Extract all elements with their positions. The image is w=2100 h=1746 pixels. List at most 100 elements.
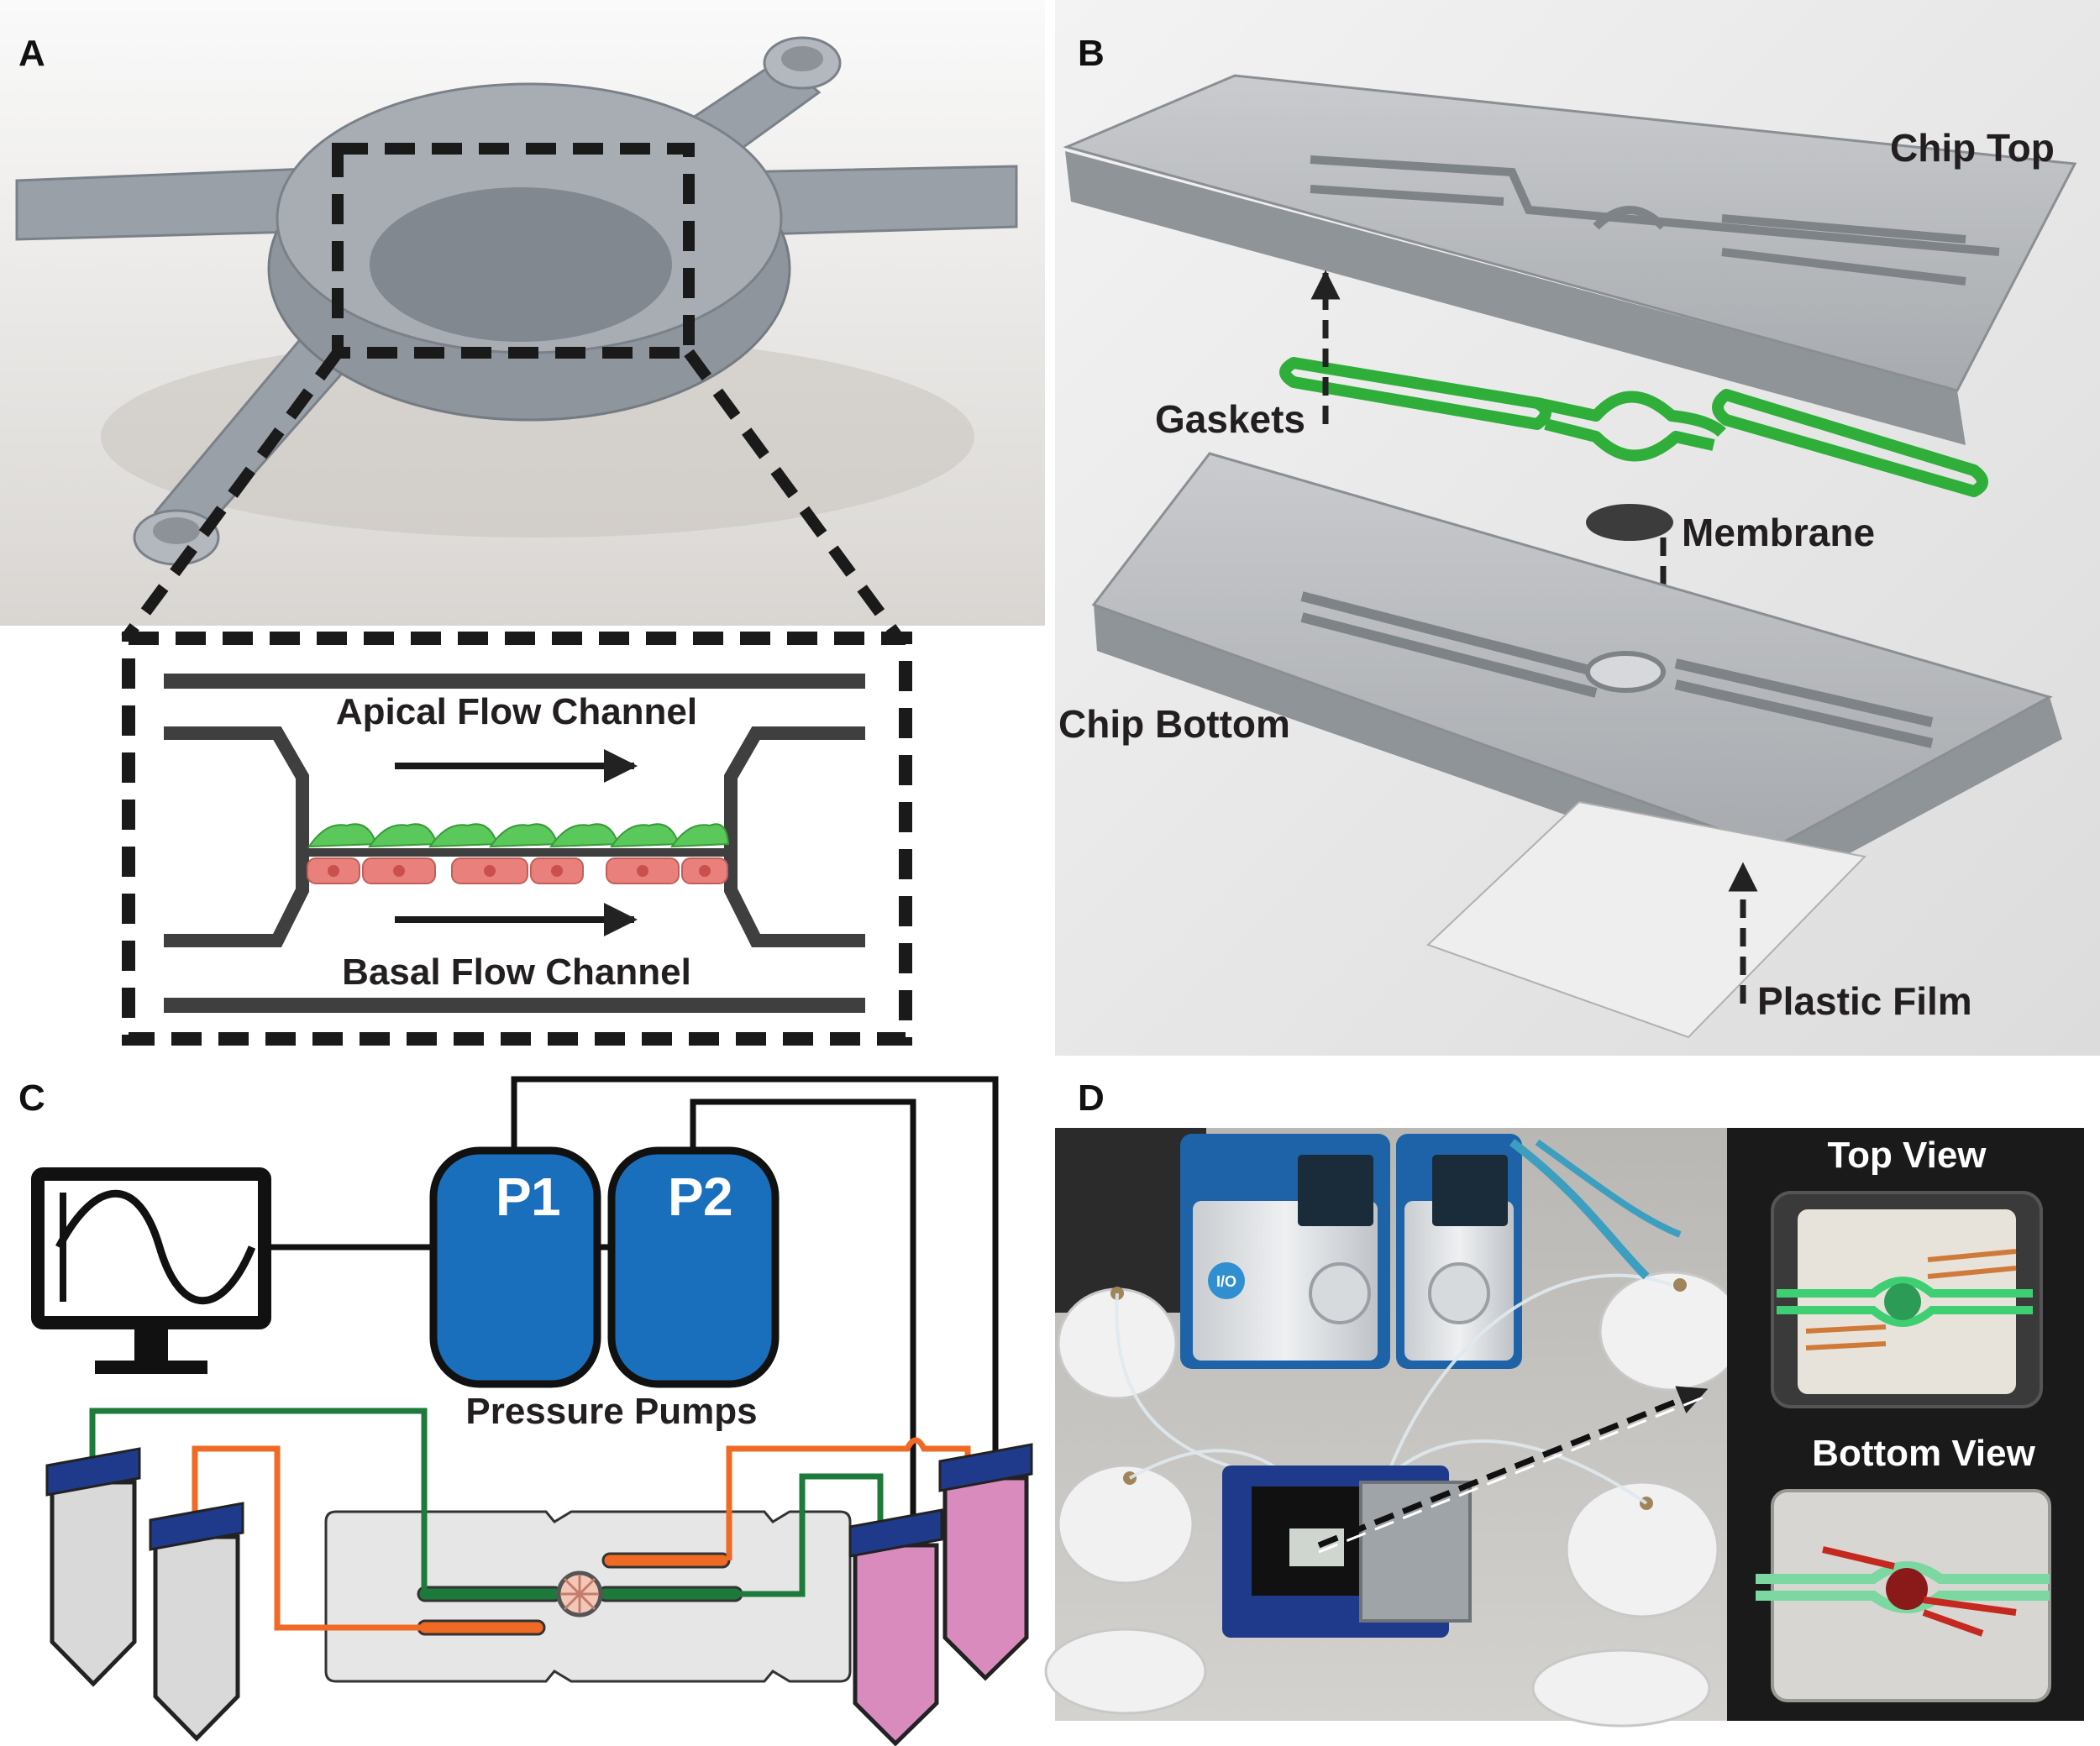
- reservoir-1-cap: [45, 1447, 141, 1497]
- top-view-inset: Top View: [1727, 1128, 2084, 1424]
- epithelial-cell-layer: [307, 823, 730, 848]
- reservoir-3-cap: [848, 1508, 943, 1558]
- basal-flow-label: Basal Flow Channel: [342, 952, 691, 993]
- monitor-screen: [31, 1167, 271, 1329]
- blue-tube-right: [1535, 1139, 1682, 1238]
- monitor-icon: [31, 1167, 271, 1374]
- chip-bottom-channel-left: [1300, 591, 1598, 698]
- panel-a-letter: A: [18, 33, 45, 74]
- top-view-label: Top View: [1827, 1135, 1987, 1176]
- apical-top-wall: [164, 674, 865, 689]
- chip-top-channel-right: [1593, 206, 1966, 286]
- membrane-crosshatch: [560, 1575, 599, 1613]
- basal-cell-nuclei: [328, 865, 711, 877]
- pressure-pumps-label: Pressure Pumps: [465, 1391, 757, 1432]
- panel-c: C P 1 P 2 Pressure Pumps: [18, 1076, 1033, 1746]
- pump1-label: P: [496, 1167, 532, 1227]
- setup-photo: I/O: [1044, 1128, 1745, 1728]
- panel-c-letter: C: [18, 1077, 45, 1119]
- chip-3d-render: [15, 36, 1018, 642]
- zoom-region-box: [332, 143, 695, 359]
- lower-left-port-hole: [153, 517, 200, 544]
- power-button-icon: [1208, 1262, 1245, 1299]
- plastic-film-label: Plastic Film: [1757, 979, 1972, 1023]
- plastic-film-sheet: [1426, 800, 1867, 1039]
- membrane-label: Membrane: [1682, 511, 1875, 554]
- bottom-view-inset: Bottom View: [1727, 1424, 2084, 1721]
- pump-device-1-knob: [1309, 1262, 1371, 1324]
- reservoir-4: [938, 1443, 1033, 1681]
- reservoir-1: [45, 1447, 141, 1687]
- basal-channel-top: [601, 1552, 731, 1569]
- pump2-subscript: 2: [703, 1167, 733, 1227]
- sine-wave-icon: [55, 1189, 256, 1305]
- bottom-view-red-channels: [1822, 1546, 2017, 1637]
- zoom-arrow-highlight: [1318, 1395, 1706, 1554]
- basal-channel-bottom: [417, 1619, 546, 1636]
- top-view-membrane: [1884, 1283, 1921, 1320]
- reservoir-2-tube: [153, 1534, 240, 1742]
- panel-a: A Apic: [0, 0, 1045, 1046]
- pump1-body: [429, 1146, 601, 1388]
- device-button-label: I/O: [1216, 1273, 1236, 1290]
- pump1-subscript: 1: [531, 1167, 561, 1227]
- apical-flow-label: Apical Flow Channel: [336, 691, 697, 732]
- zoom-arrow: [1317, 1386, 1709, 1549]
- basal-bottom-wall: [164, 998, 865, 1013]
- gaskets: Gaskets: [1155, 357, 1988, 497]
- chip-top-label: Chip Top: [1890, 126, 2055, 170]
- chip-top-side: [1065, 151, 1966, 445]
- reservoir-4-tube: [942, 1476, 1029, 1681]
- reservoir-3-tube: [853, 1543, 939, 1746]
- gasket-right-loop: [1712, 389, 1988, 497]
- pump-device-1-screen: [1298, 1155, 1373, 1226]
- monitor-neck: [134, 1329, 168, 1363]
- chip-top-face: [1063, 74, 2077, 392]
- pump-device-2-knob: [1428, 1262, 1490, 1324]
- reservoir-2-cap: [149, 1502, 244, 1551]
- blue-tube-top: [1509, 1139, 1650, 1280]
- cross-section-schematic: Apical Flow Channel: [122, 632, 912, 1046]
- reservoir-3: [848, 1508, 943, 1746]
- chip-holder: [1222, 1465, 1472, 1638]
- basal-cell-layer: [307, 857, 728, 884]
- chip-holder-clamp: [1359, 1481, 1472, 1623]
- reservoir-2: [149, 1502, 244, 1742]
- bottom-view-label: Bottom View: [1812, 1433, 2035, 1474]
- pump-device-1: I/O: [1180, 1134, 1390, 1369]
- left-constriction-wall: [164, 726, 309, 947]
- bottom-view-membrane: [1886, 1568, 1928, 1610]
- panel-d-letter: D: [1078, 1077, 1105, 1119]
- monitor-stand: [95, 1361, 207, 1374]
- apical-channel-left: [417, 1586, 563, 1602]
- chip-top-render: Chip Top: [1063, 74, 2077, 445]
- chip-top-channel-left: [1310, 155, 2000, 256]
- chip-bottom-render: Chip Bottom: [1058, 452, 2062, 890]
- panel-b-letter: B: [1078, 33, 1105, 74]
- upper-right-port-hole: [781, 46, 823, 71]
- chip-bottom-label: Chip Bottom: [1058, 702, 1290, 746]
- chip-bottom-face: [1091, 452, 2053, 850]
- right-constriction-wall: [724, 726, 865, 947]
- panel-d: D I/O: [1044, 1077, 2084, 1728]
- pump2-label: P: [668, 1167, 704, 1227]
- apical-channel-right: [597, 1586, 743, 1602]
- pump1-pressure-line: [511, 1076, 999, 1457]
- gaskets-label: Gaskets: [1155, 397, 1305, 441]
- panel-b: B Chip Top Gaskets Membrane Ch: [1055, 0, 2100, 1056]
- pressure-pump-2: P 2: [607, 1146, 780, 1388]
- mounted-chip: [1289, 1528, 1344, 1566]
- membrane-disc: [1586, 504, 1673, 541]
- orange-outlet-tube: [726, 1437, 971, 1646]
- top-view-green-channel: [1777, 1277, 2033, 1327]
- porous-membrane: [304, 848, 729, 857]
- pump-device-2: [1396, 1134, 1522, 1369]
- pump2-pressure-line: [690, 1098, 916, 1537]
- zoom-line-right: [684, 349, 904, 642]
- chip-bottom-well: [1585, 651, 1666, 693]
- pressure-pump-1: P 1: [429, 1146, 601, 1388]
- zoom-line-left: [121, 349, 343, 642]
- chip-bottom-channel-right: [1674, 658, 1934, 748]
- reservoir-4-cap: [938, 1443, 1033, 1492]
